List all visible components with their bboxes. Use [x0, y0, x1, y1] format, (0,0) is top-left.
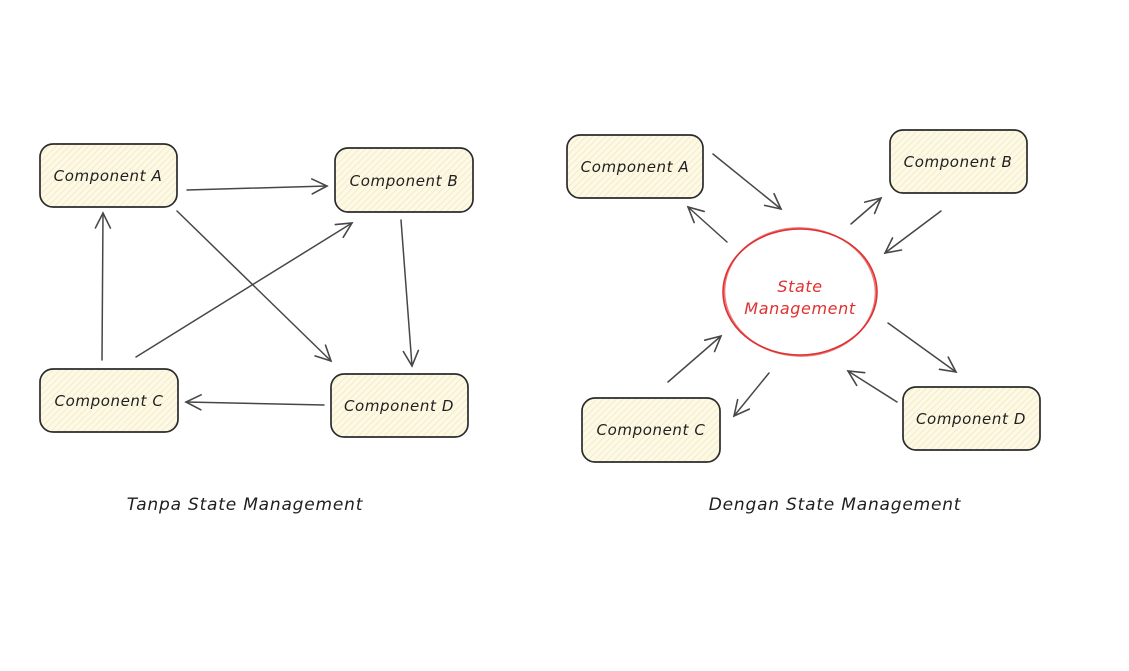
- right-component-c-box: [581, 397, 721, 463]
- left-component-a-box: [39, 143, 178, 208]
- arrow-a-to-state: [712, 153, 783, 211]
- right-component-a-box: [566, 134, 704, 199]
- left-component-d-box: [330, 373, 469, 438]
- arrow-a-to-b: [186, 178, 329, 195]
- state-management-label-line2: Management: [744, 299, 856, 318]
- arrow-b-to-d: [400, 219, 420, 368]
- right-component-b-label: Component B: [904, 153, 1013, 171]
- arrow-d-to-c: [184, 394, 325, 411]
- left-component-a-label: Component A: [54, 167, 163, 185]
- left-component-d-label: Component D: [344, 397, 454, 415]
- arrow-b-to-state: [883, 210, 942, 255]
- right-component-a-label: Component A: [581, 158, 690, 176]
- arrow-state-to-a: [686, 205, 728, 243]
- right-component-c-label: Component C: [597, 421, 706, 439]
- arrow-state-to-b: [850, 196, 883, 225]
- left-component-c-box: [39, 368, 179, 433]
- arrow-a-to-d: [176, 210, 333, 363]
- right-diagram-caption: Dengan State Management: [709, 495, 962, 515]
- arrow-c-to-a: [94, 211, 112, 361]
- left-component-b-box: [334, 147, 474, 213]
- state-management-circle: [722, 228, 878, 356]
- arrow-d-to-state: [846, 370, 898, 403]
- left-component-b-label: Component B: [350, 172, 459, 190]
- right-diagram: Component A Component B Component C Comp…: [566, 129, 1041, 515]
- left-diagram: Component A Component B Component C Comp…: [39, 143, 474, 515]
- left-diagram-caption: Tanpa State Management: [127, 495, 364, 515]
- right-component-b-box: [889, 129, 1028, 194]
- arrow-c-to-b: [135, 222, 354, 358]
- right-component-d-label: Component D: [916, 410, 1026, 428]
- arrow-state-to-c: [732, 372, 770, 418]
- arrow-c-to-state: [667, 334, 723, 383]
- arrow-state-to-d: [887, 322, 958, 374]
- state-management-circle-sketch-pass: [723, 227, 877, 357]
- left-component-c-label: Component C: [55, 392, 164, 410]
- state-management-label-line1: State: [777, 277, 822, 296]
- right-component-d-box: [902, 386, 1041, 451]
